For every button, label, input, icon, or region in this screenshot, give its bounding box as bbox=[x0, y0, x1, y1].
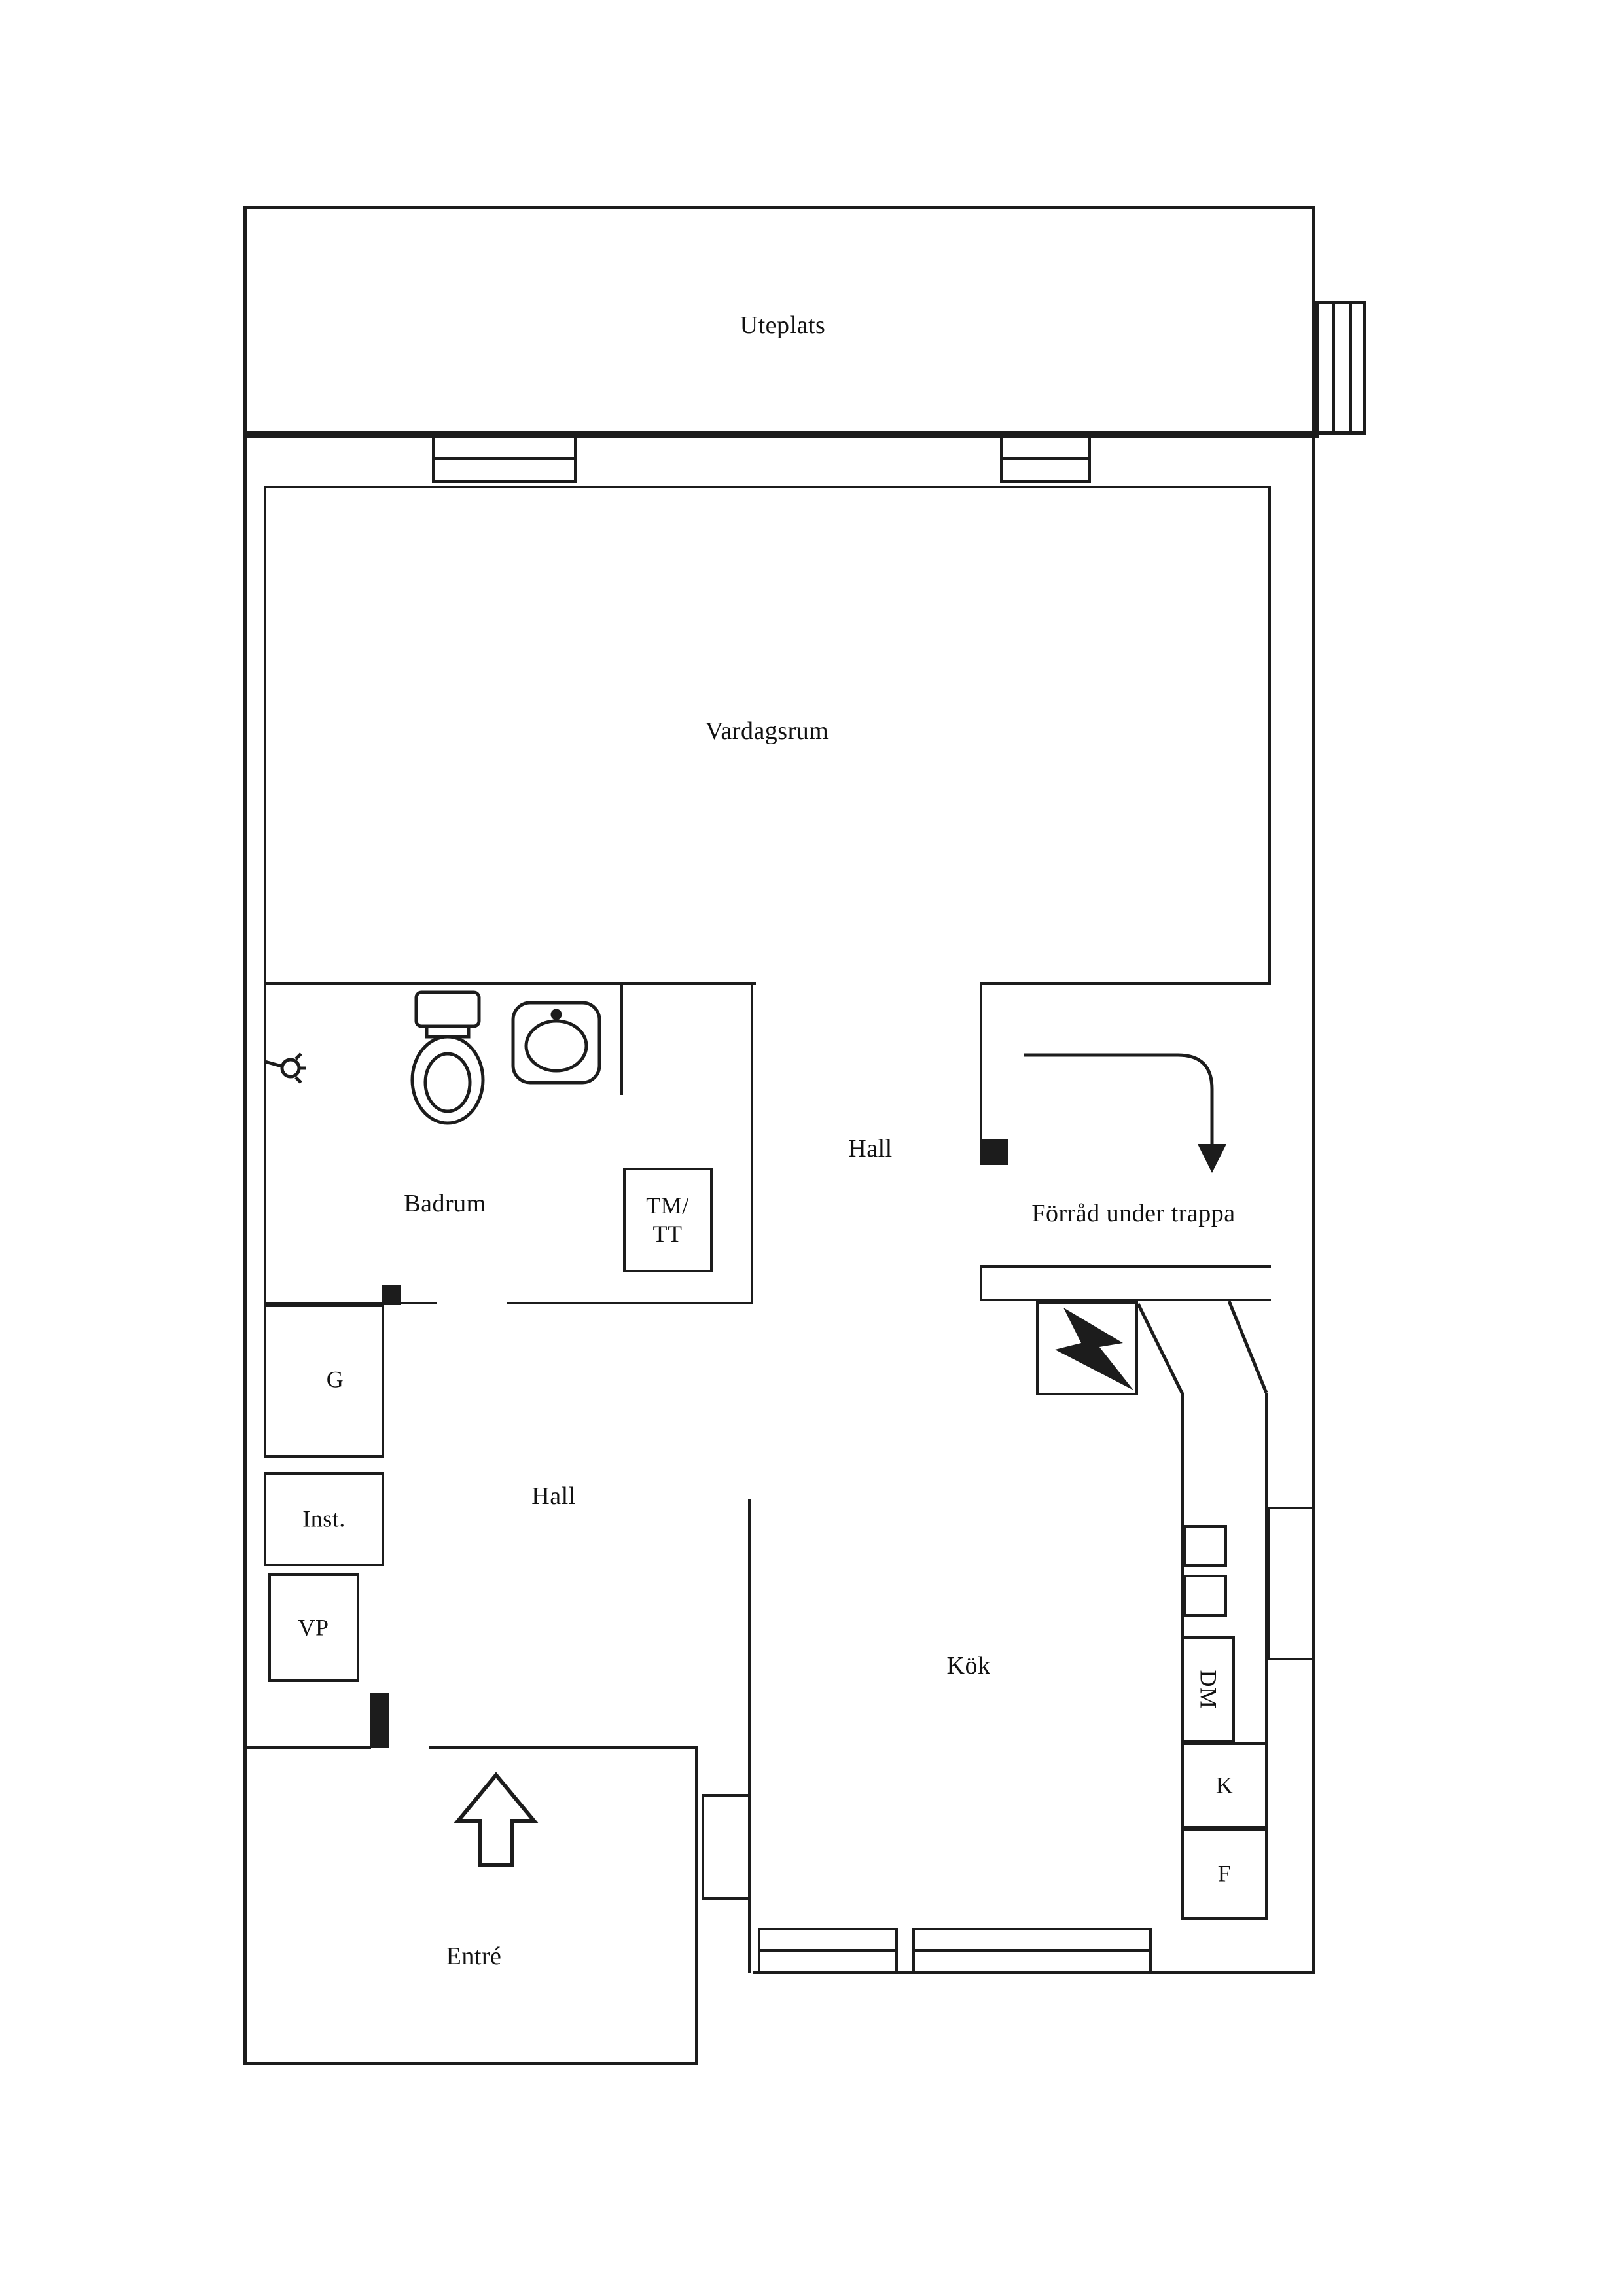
window-marker bbox=[1268, 1507, 1315, 1660]
room-label-hall-lower: Hall bbox=[531, 1482, 576, 1511]
window-marker bbox=[912, 1928, 1152, 1973]
sink-box bbox=[1184, 1575, 1227, 1617]
stairs-arrow-icon bbox=[1024, 1053, 1226, 1173]
entre-top-wall-a bbox=[243, 1746, 371, 1749]
storage-wall-bottom bbox=[980, 1265, 1271, 1268]
livingroom-wall-right bbox=[1268, 486, 1271, 985]
room-entre-outline bbox=[243, 1746, 698, 2065]
building-left-wall bbox=[243, 435, 247, 1749]
hob-box bbox=[1184, 1525, 1227, 1567]
counter-right-edge bbox=[1265, 1393, 1268, 1745]
label-frys: F bbox=[1217, 1860, 1232, 1887]
sink-icon bbox=[511, 1001, 601, 1085]
bathroom-wall-right bbox=[751, 985, 753, 1304]
bathroom-wall-bottom-a bbox=[264, 1302, 437, 1304]
building-right-wall bbox=[1312, 435, 1315, 1974]
stair-hatch bbox=[1315, 301, 1366, 435]
hall-kitchen-divider-wall bbox=[748, 1499, 751, 1973]
window-marker-line bbox=[915, 1949, 1149, 1952]
window-marker-line bbox=[435, 457, 574, 460]
kitchen-top-wall bbox=[980, 1299, 1271, 1301]
room-label-kok: Kök bbox=[946, 1652, 991, 1680]
label-garderob: G bbox=[326, 1366, 344, 1393]
label-tm-tt: TM/ TT bbox=[646, 1192, 689, 1248]
label-dm: DM bbox=[1195, 1670, 1222, 1709]
room-label-forrad: Förråd under trappa bbox=[1031, 1200, 1236, 1228]
livingroom-wall-top bbox=[264, 486, 1271, 488]
closet-g-box bbox=[264, 1304, 384, 1458]
laundry-niche bbox=[623, 1168, 713, 1272]
room-label-entre: Entré bbox=[446, 1943, 502, 1971]
room-label-vardagsrum: Vardagsrum bbox=[705, 717, 829, 745]
room-label-badrum: Badrum bbox=[404, 1190, 486, 1218]
fridge-box bbox=[1181, 1742, 1268, 1829]
window-marker bbox=[758, 1928, 898, 1973]
toilet-icon bbox=[410, 990, 485, 1125]
electric-panel-box bbox=[1036, 1301, 1138, 1395]
label-inst: Inst. bbox=[302, 1505, 346, 1532]
label-kyl: K bbox=[1215, 1772, 1234, 1799]
vp-box bbox=[268, 1573, 359, 1682]
laundry-divider-wall bbox=[620, 985, 623, 1095]
door-stub bbox=[382, 1285, 401, 1305]
label-vp: VP bbox=[298, 1614, 329, 1641]
storage-wall-left bbox=[980, 985, 982, 1157]
window-marker bbox=[432, 435, 577, 483]
window-marker-line bbox=[760, 1949, 895, 1952]
storage-wall-stub bbox=[980, 1139, 1008, 1165]
livingroom-wall-left bbox=[264, 486, 266, 985]
window-marker bbox=[1000, 435, 1091, 483]
entre-top-wall-b bbox=[429, 1746, 698, 1749]
freezer-box bbox=[1181, 1829, 1268, 1920]
inst-box bbox=[264, 1472, 384, 1566]
counter-diagonal bbox=[1136, 1300, 1268, 1395]
bathroom-wall-bottom-b bbox=[507, 1302, 753, 1304]
shower-icon bbox=[264, 1052, 306, 1084]
label-tm-tt-line2: TT bbox=[652, 1221, 683, 1247]
room-label-hall-upper: Hall bbox=[848, 1135, 893, 1163]
label-tm-tt-line1: TM/ bbox=[646, 1192, 689, 1219]
livingroom-wall-bottom-right bbox=[980, 982, 1271, 985]
stair-hatch-line bbox=[1332, 304, 1335, 431]
stair-hatch-line bbox=[1349, 304, 1352, 431]
bathroom-wall-left bbox=[264, 985, 266, 1304]
dishwasher-box bbox=[1181, 1636, 1235, 1742]
livingroom-wall-bottom-left bbox=[264, 982, 756, 985]
storage-wall-left-lower bbox=[980, 1265, 982, 1301]
building-top-wall bbox=[243, 435, 1319, 438]
room-uteplats-outline bbox=[243, 206, 1315, 435]
radiator-niche bbox=[702, 1794, 751, 1900]
room-label-uteplats: Uteplats bbox=[740, 312, 826, 340]
window-marker-line bbox=[1003, 457, 1088, 460]
door-stub bbox=[370, 1693, 389, 1748]
